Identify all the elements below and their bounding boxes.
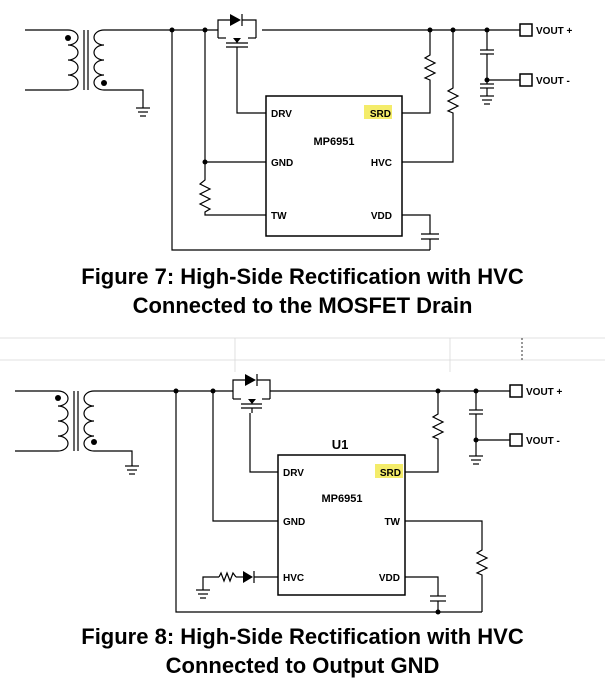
vout-pos-terminal-fig8 [509, 384, 523, 398]
pin-hvc-fig7: HVC [371, 158, 392, 169]
vout-neg-label-fig7: VOUT - [536, 76, 570, 87]
transformer-fig7 [25, 29, 172, 117]
ic-mp6951-fig8 [277, 454, 406, 596]
vout-pos-terminal-fig7 [519, 23, 533, 37]
tw-resistor-fig7 [198, 162, 266, 216]
mosfet-fig7 [217, 14, 257, 52]
figure-7-caption: Figure 7: High-Side Rectification with H… [0, 262, 605, 320]
srd-resistor-fig8 [405, 391, 445, 473]
pin-drv-fig7: DRV [271, 109, 292, 120]
vout-neg-terminal-fig7 [519, 73, 533, 87]
pin-srd-fig8: SRD [380, 468, 401, 479]
pin-vdd-fig8: VDD [379, 573, 400, 584]
ref-designator-u1: U1 [332, 437, 349, 452]
pin-tw-fig8: TW [384, 517, 400, 528]
vout-neg-label-fig8: VOUT - [526, 436, 560, 447]
vdd-cap-wire-fig7 [402, 214, 431, 234]
chip-name-fig7: MP6951 [314, 136, 355, 148]
ic-mp6951-fig7 [265, 95, 403, 237]
figure-8-schematic: VOUT + VOUT - U1 DRV SRD MP6951 GND TW H… [15, 374, 563, 615]
mosfet-fig8 [232, 374, 271, 413]
figure-8-caption-line2: Connected to Output GND [165, 653, 440, 678]
hvc-network-fig8 [196, 571, 278, 599]
pin-vdd-fig7: VDD [371, 211, 392, 222]
chip-name-fig8: MP6951 [322, 493, 363, 505]
transformer-fig8 [15, 390, 176, 475]
srd-resistor-fig7 [402, 30, 437, 114]
pin-gnd-fig7: GND [271, 158, 293, 169]
page-gridlines [0, 337, 605, 372]
tw-resistor-fig8 [405, 520, 489, 612]
vout-pos-label-fig7: VOUT + [536, 26, 573, 37]
output-cap-fig8 [469, 391, 510, 465]
pin-srd-fig7: SRD [370, 109, 391, 120]
figure-8-caption: Figure 8: High-Side Rectification with H… [0, 622, 605, 680]
hvc-resistor-fig7 [402, 30, 460, 163]
pin-drv-fig8: DRV [283, 468, 304, 479]
pin-gnd-fig8: GND [283, 517, 305, 528]
srd-highlight-fig7 [364, 105, 392, 119]
figure-7-caption-line1: Figure 7: High-Side Rectification with H… [81, 264, 524, 289]
figure-7-caption-line2: Connected to the MOSFET Drain [132, 293, 473, 318]
vout-pos-label-fig8: VOUT + [526, 387, 563, 398]
figure-7-schematic: VOUT + VOUT - DRV SRD MP6951 GND HVC TW … [25, 14, 573, 251]
output-caps-fig7 [480, 30, 520, 105]
figure-8-caption-line1: Figure 8: High-Side Rectification with H… [81, 624, 524, 649]
vout-neg-terminal-fig8 [509, 433, 523, 447]
pin-hvc-fig8: HVC [283, 573, 304, 584]
pin-tw-fig7: TW [271, 211, 287, 222]
srd-highlight-fig8 [375, 464, 403, 478]
